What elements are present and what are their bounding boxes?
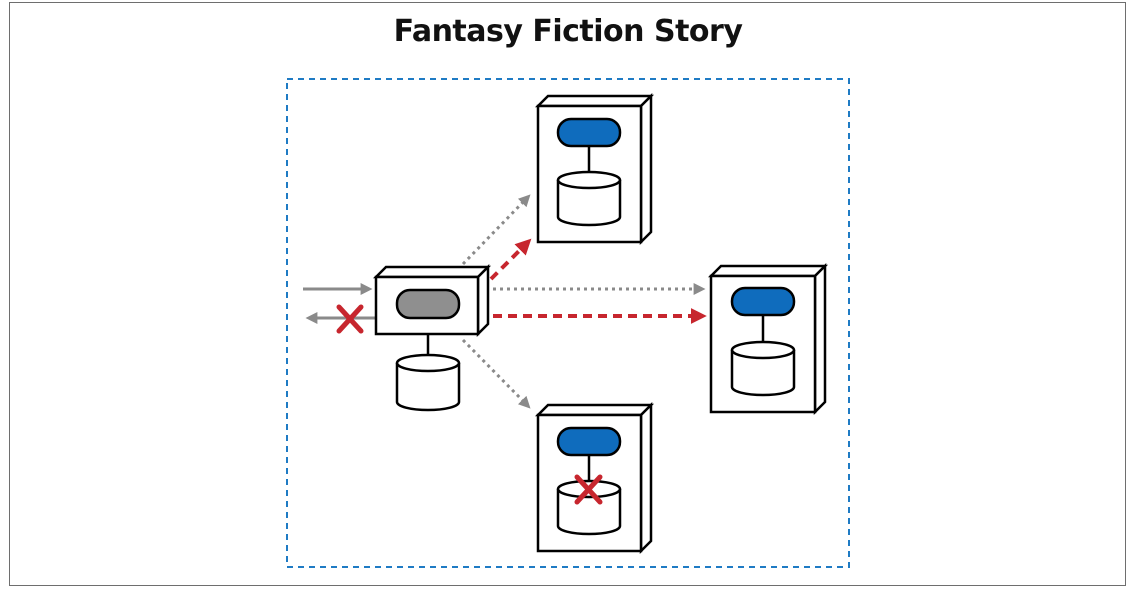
primary-database-icon — [395, 353, 461, 412]
failure-x-icon — [336, 304, 364, 334]
replica-server-right-icon — [707, 262, 829, 416]
replica-server-bottom-icon — [534, 401, 655, 555]
replication-flow-top — [461, 194, 531, 266]
replica-process-pill — [730, 286, 796, 317]
failed-replication-flow-top — [489, 238, 532, 281]
database-failure-x-icon — [574, 474, 603, 505]
replica-server-top-icon — [534, 92, 655, 246]
replica-process-pill — [556, 426, 622, 457]
replication-flow-bottom — [461, 338, 531, 409]
cluster-boundary — [286, 78, 850, 568]
primary-process-pill — [395, 288, 461, 320]
diagram-title: Fantasy Fiction Story — [393, 14, 743, 49]
primary-server-icon — [372, 263, 492, 338]
replica-process-pill — [556, 117, 622, 148]
